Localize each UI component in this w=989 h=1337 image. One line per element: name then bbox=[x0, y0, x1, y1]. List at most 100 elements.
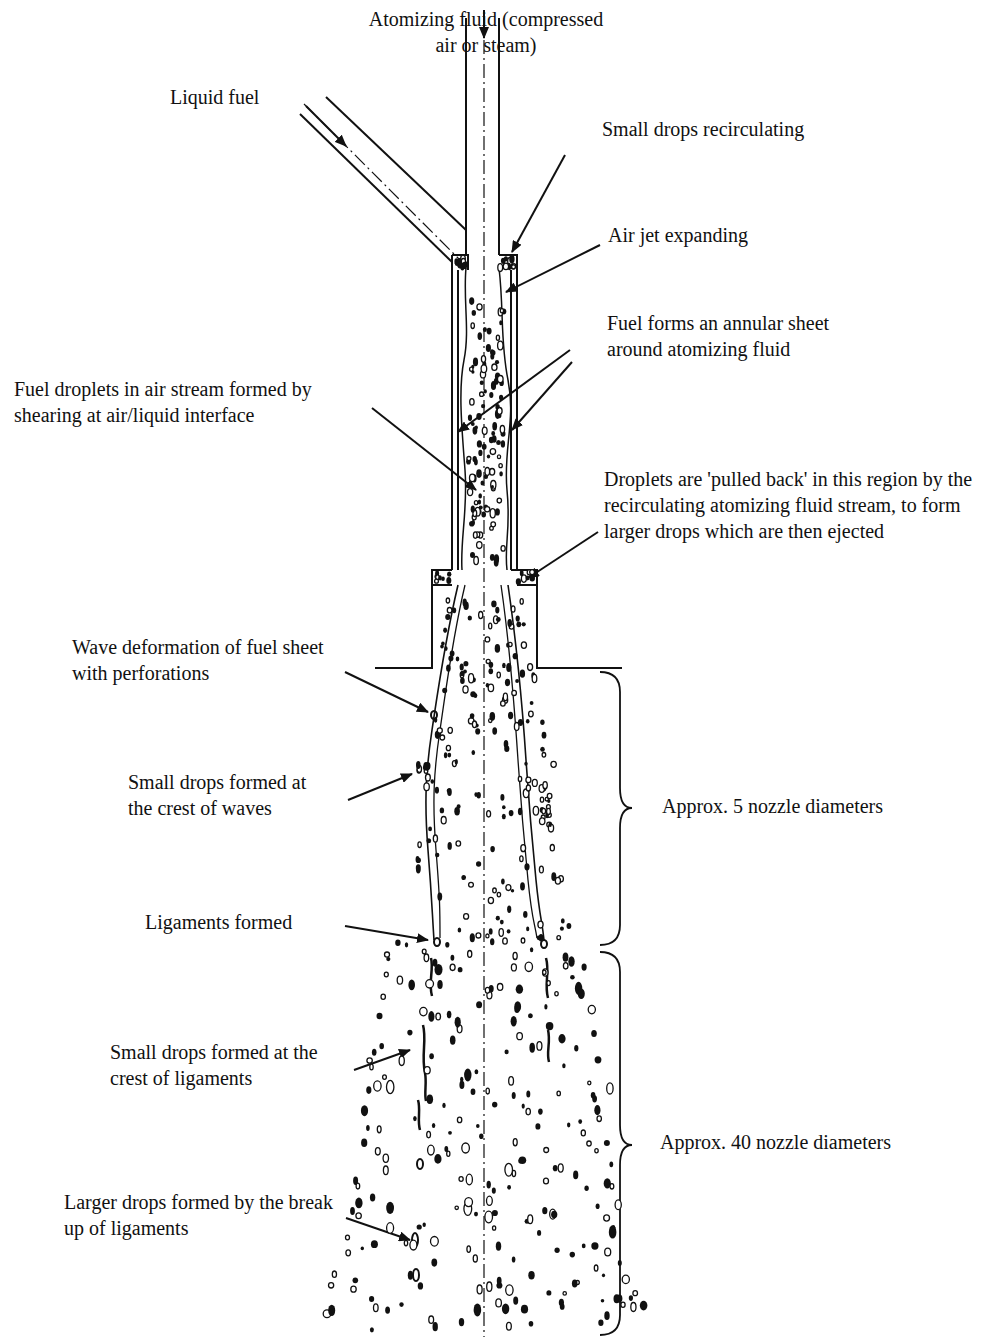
fuel-droplet bbox=[514, 723, 519, 731]
fuel-droplet bbox=[467, 457, 471, 461]
fuel-droplet bbox=[524, 762, 527, 766]
fuel-droplet bbox=[480, 381, 484, 385]
fuel-droplet bbox=[431, 779, 435, 783]
fuel-droplet bbox=[476, 1001, 482, 1008]
fuel-droplet bbox=[447, 753, 451, 758]
fuel-droplet bbox=[492, 1210, 498, 1216]
fuel-droplet bbox=[531, 575, 534, 580]
fuel-droplet bbox=[540, 797, 543, 802]
fuel-droplet bbox=[490, 712, 496, 721]
fuel-droplet bbox=[511, 964, 516, 971]
fuel-droplet bbox=[463, 661, 468, 666]
fuel-droplet bbox=[470, 713, 475, 718]
fuel-droplet bbox=[457, 1117, 461, 1123]
fuel-droplet bbox=[395, 940, 400, 946]
fuel-droplet bbox=[470, 399, 474, 405]
fuel-droplet bbox=[375, 1148, 380, 1155]
fuel-droplet bbox=[507, 619, 512, 627]
fuel-droplet bbox=[346, 1250, 351, 1256]
fuel-droplet bbox=[540, 818, 545, 825]
fuel-droplet bbox=[551, 1211, 557, 1219]
fuel-droplet bbox=[478, 499, 481, 504]
fuel-droplet bbox=[435, 579, 439, 583]
fuel-droplet bbox=[470, 552, 475, 558]
fuel-droplet bbox=[437, 980, 442, 989]
fuel-droplet bbox=[487, 328, 492, 335]
fuel-droplet bbox=[505, 1050, 509, 1055]
fuel-droplet bbox=[506, 663, 511, 672]
fuel-droplet bbox=[473, 1255, 477, 1262]
fuel-droplet bbox=[609, 1225, 617, 1238]
fuel-droplet bbox=[594, 1265, 598, 1271]
fuel-droplet bbox=[438, 575, 442, 580]
fuel-droplet bbox=[563, 1292, 566, 1296]
fuel-droplet bbox=[570, 975, 575, 980]
fuel-droplet bbox=[502, 805, 506, 809]
fuel-droplet bbox=[468, 489, 473, 496]
fuel-droplet bbox=[440, 735, 445, 740]
fuel-droplet bbox=[498, 264, 503, 272]
fuel-droplet bbox=[503, 693, 507, 700]
fuel-droplet bbox=[422, 949, 426, 954]
fuel-droplet bbox=[418, 842, 421, 848]
fuel-droplet bbox=[444, 752, 447, 758]
fuel-droplet bbox=[404, 1240, 407, 1246]
fuel-droplet bbox=[431, 1259, 437, 1267]
fuel-droplet bbox=[528, 1013, 533, 1018]
fuel-droplet bbox=[588, 1005, 595, 1013]
fuel-droplet bbox=[435, 787, 439, 794]
fuel-droplet bbox=[504, 256, 508, 261]
fuel-droplet bbox=[631, 1303, 636, 1312]
fuel-droplet bbox=[540, 747, 545, 752]
fuel-droplet bbox=[477, 1285, 482, 1294]
fuel-droplet bbox=[573, 1171, 578, 1180]
fuel-droplet bbox=[464, 1069, 471, 1082]
callout-label: Wave deformation of fuel sheet with perf… bbox=[72, 634, 330, 686]
fuel-droplet bbox=[447, 1151, 450, 1156]
fuel-droplet bbox=[528, 664, 533, 671]
fuel-droplet bbox=[472, 520, 475, 525]
fuel-droplet bbox=[426, 980, 434, 988]
fuel-droplet bbox=[486, 934, 489, 938]
callout-label: Fuel forms an annular sheet around atomi… bbox=[607, 310, 882, 362]
fuel-droplet bbox=[507, 1185, 511, 1190]
fuel-droplet bbox=[385, 952, 390, 957]
fuel-droplet bbox=[485, 637, 490, 642]
fuel-droplet bbox=[505, 1163, 513, 1176]
fuel-droplet bbox=[516, 621, 521, 627]
callout-label: Larger drops formed by the break up of l… bbox=[64, 1189, 334, 1241]
callout-label: Fuel droplets in air stream formed by sh… bbox=[14, 376, 350, 428]
fuel-droplet bbox=[472, 310, 476, 316]
fuel-droplet bbox=[547, 822, 552, 827]
fuel-droplet bbox=[526, 777, 531, 783]
fuel-droplet bbox=[460, 677, 465, 684]
fuel-droplet bbox=[370, 1064, 373, 1070]
fuel-droplet bbox=[434, 1154, 441, 1164]
fuel-droplet bbox=[512, 690, 517, 695]
fuel-droplet bbox=[416, 864, 421, 871]
fuel-droplet bbox=[426, 838, 431, 843]
fuel-droplet bbox=[486, 344, 491, 352]
fuel-droplet bbox=[555, 877, 560, 884]
fuel-droplet bbox=[377, 1013, 383, 1020]
fuel-droplet bbox=[551, 761, 556, 767]
fuel-droplet bbox=[397, 976, 402, 984]
fuel-droplet bbox=[517, 1033, 523, 1040]
fuel-droplet bbox=[509, 1077, 514, 1085]
fuel-droplet bbox=[473, 358, 478, 367]
fuel-droplet bbox=[500, 309, 503, 313]
fuel-droplet bbox=[539, 866, 543, 873]
fuel-droplet bbox=[537, 1230, 541, 1236]
fuel-droplet bbox=[535, 1123, 540, 1129]
fuel-droplet bbox=[530, 701, 534, 705]
fuel-droplet bbox=[427, 1131, 431, 1137]
fuel-droplet bbox=[383, 1075, 387, 1080]
fuel-droplet bbox=[460, 671, 464, 676]
fuel-droplet bbox=[448, 1131, 452, 1135]
fuel-droplet bbox=[538, 921, 543, 928]
fuel-droplet bbox=[529, 1321, 534, 1327]
fuel-droplet bbox=[558, 1034, 565, 1043]
fuel-droplet bbox=[544, 1178, 549, 1184]
fuel-droplet bbox=[478, 450, 482, 456]
